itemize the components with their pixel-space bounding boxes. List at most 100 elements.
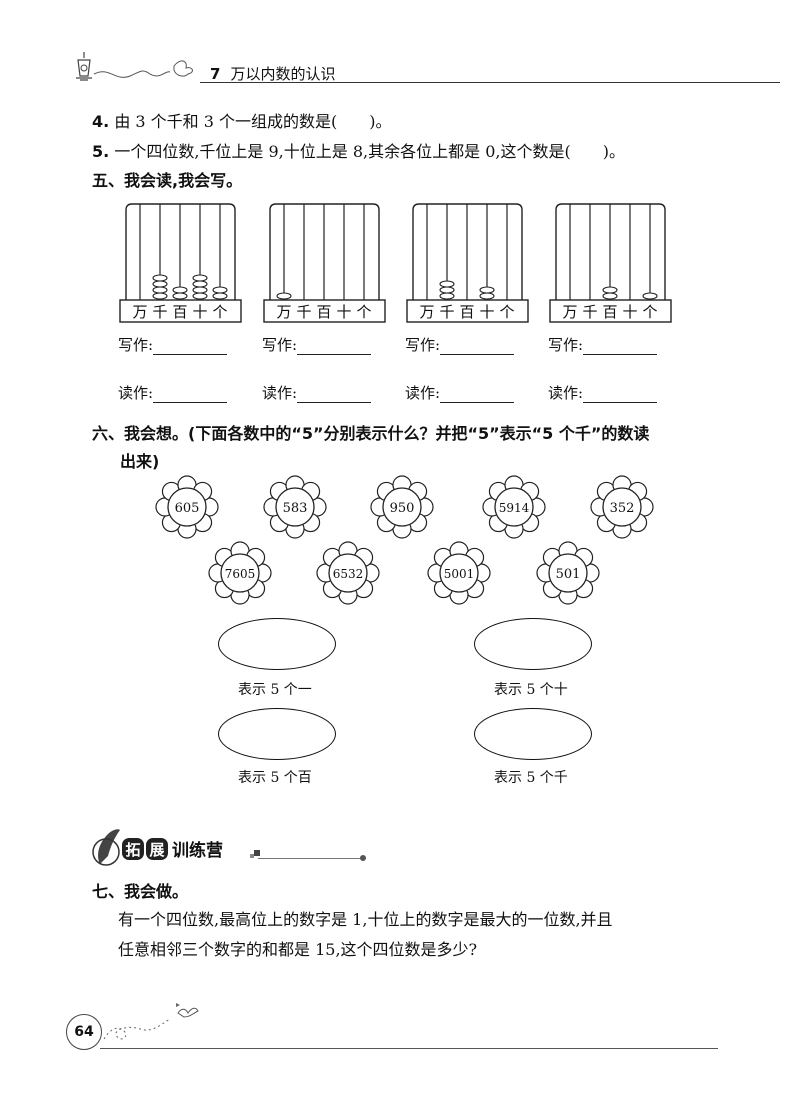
answer-ellipse-ones[interactable]	[218, 618, 336, 670]
caption-thousands: 表示 5 个千	[494, 770, 568, 786]
banner-text: 训练营	[172, 840, 223, 861]
read-answer-blank[interactable]	[583, 388, 658, 403]
abacus-3: 万千百十个	[406, 203, 529, 323]
flower-352: 352	[590, 475, 654, 539]
write-answer-blank[interactable]	[297, 340, 372, 355]
abacus-place-label: 十	[622, 303, 637, 321]
abacus-bead	[642, 292, 658, 300]
answer-ellipse-thousands[interactable]	[474, 708, 592, 760]
section-7-title: 七、我会做。	[92, 882, 189, 901]
banner-dot	[360, 855, 366, 861]
flower-number: 583	[283, 501, 308, 516]
write-line-2: 写作:	[262, 334, 372, 355]
chapter-title: 万以内数的认识	[230, 65, 336, 83]
read-answer-blank[interactable]	[440, 388, 515, 403]
abacus-place-label: 个	[212, 303, 227, 321]
abacus-bead	[172, 292, 188, 300]
abacus-place-label: 万	[419, 303, 434, 321]
banner-rule	[258, 858, 362, 859]
flower-number: 7605	[225, 567, 256, 581]
flower-center	[602, 487, 642, 527]
abacus-bead	[276, 292, 292, 300]
lamp-decoration-icon	[76, 52, 193, 81]
abacus-bead	[439, 292, 455, 300]
header-rule	[200, 82, 780, 83]
abacus-place-label: 十	[192, 303, 207, 321]
abacus-bead	[212, 292, 228, 300]
flower-501: 501	[536, 541, 600, 605]
bird-swirl-decoration-icon	[103, 1003, 199, 1040]
abacus-place-label: 万	[132, 303, 147, 321]
abacus-base	[406, 299, 529, 323]
abacus-place-label: 个	[499, 303, 514, 321]
read-line-3: 读作:	[405, 382, 515, 403]
section-7-line1: 有一个四位数,最高位上的数字是 1,十位上的数字是最大的一位数,并且	[118, 910, 613, 929]
abacus-bead	[192, 286, 208, 294]
write-answer-blank[interactable]	[153, 340, 228, 355]
section-5-title: 五、我会读,我会写。	[92, 171, 243, 190]
abacus-base	[119, 299, 242, 323]
flower-center	[275, 487, 315, 527]
flower-number: 6532	[333, 567, 364, 581]
answer-ellipse-tens[interactable]	[474, 618, 592, 670]
abacus-bead	[212, 286, 228, 294]
footer-rule	[100, 1048, 718, 1049]
answer-ellipse-hundreds[interactable]	[218, 708, 336, 760]
abacus-bead	[479, 292, 495, 300]
abacus-bead	[152, 274, 168, 282]
caption-hundreds: 表示 5 个百	[238, 770, 312, 786]
abacus-place-label: 千	[439, 303, 454, 321]
read-answer-blank[interactable]	[153, 388, 228, 403]
write-line-1: 写作:	[118, 334, 228, 355]
abacus-bead	[172, 286, 188, 294]
abacus-place-label: 千	[296, 303, 311, 321]
abacus-place-label: 百	[316, 303, 331, 321]
flower-number: 950	[390, 501, 415, 516]
abacus-place-label: 百	[459, 303, 474, 321]
abacus-place-label: 个	[356, 303, 371, 321]
write-answer-blank[interactable]	[440, 340, 515, 355]
read-line-4: 读作:	[548, 382, 658, 403]
flower-number: 501	[556, 567, 581, 582]
read-answer-blank[interactable]	[297, 388, 372, 403]
caption-tens: 表示 5 个十	[494, 682, 568, 698]
caption-ones: 表示 5 个一	[238, 682, 312, 698]
flower-605: 605	[155, 475, 219, 539]
abacus-place-label: 百	[602, 303, 617, 321]
abacus-bead	[602, 286, 618, 294]
abacus-bead	[479, 286, 495, 294]
flower-center	[548, 553, 588, 593]
abacus-bead	[192, 280, 208, 288]
flower-5914: 5914	[482, 475, 546, 539]
flower-7605: 7605	[208, 541, 272, 605]
abacus-place-label: 十	[336, 303, 351, 321]
flower-950: 950	[370, 475, 434, 539]
abacus-bead	[439, 286, 455, 294]
flower-6532: 6532	[316, 541, 380, 605]
abacus-bead	[602, 292, 618, 300]
abacus-place-label: 千	[152, 303, 167, 321]
abacus-place-label: 十	[479, 303, 494, 321]
banner-badge-1: 拓	[125, 841, 140, 859]
abacus-1: 万千百十个	[119, 203, 242, 323]
question-5: 5. 一个四位数,千位上是 9,十位上是 8,其余各位上都是 0,这个数是( )…	[92, 142, 625, 161]
write-answer-blank[interactable]	[583, 340, 658, 355]
flower-5001: 5001	[427, 541, 491, 605]
abacus-bead	[439, 280, 455, 288]
flower-number: 352	[610, 501, 635, 516]
abacus-place-label: 万	[276, 303, 291, 321]
flower-center	[382, 487, 422, 527]
abacus-bead	[192, 292, 208, 300]
question-4: 4. 由 3 个千和 3 个一组成的数是( )。	[92, 112, 392, 131]
flower-center	[494, 487, 534, 527]
write-line-3: 写作:	[405, 334, 515, 355]
brush-icon	[98, 829, 120, 864]
abacus-bead	[152, 292, 168, 300]
page-number: 64	[66, 1014, 102, 1050]
flower-number: 5001	[444, 567, 475, 581]
flower-center	[167, 487, 207, 527]
abacus-base	[549, 299, 672, 323]
abacus-place-label: 个	[642, 303, 657, 321]
expansion-banner: 拓 展 训练营	[92, 829, 260, 866]
